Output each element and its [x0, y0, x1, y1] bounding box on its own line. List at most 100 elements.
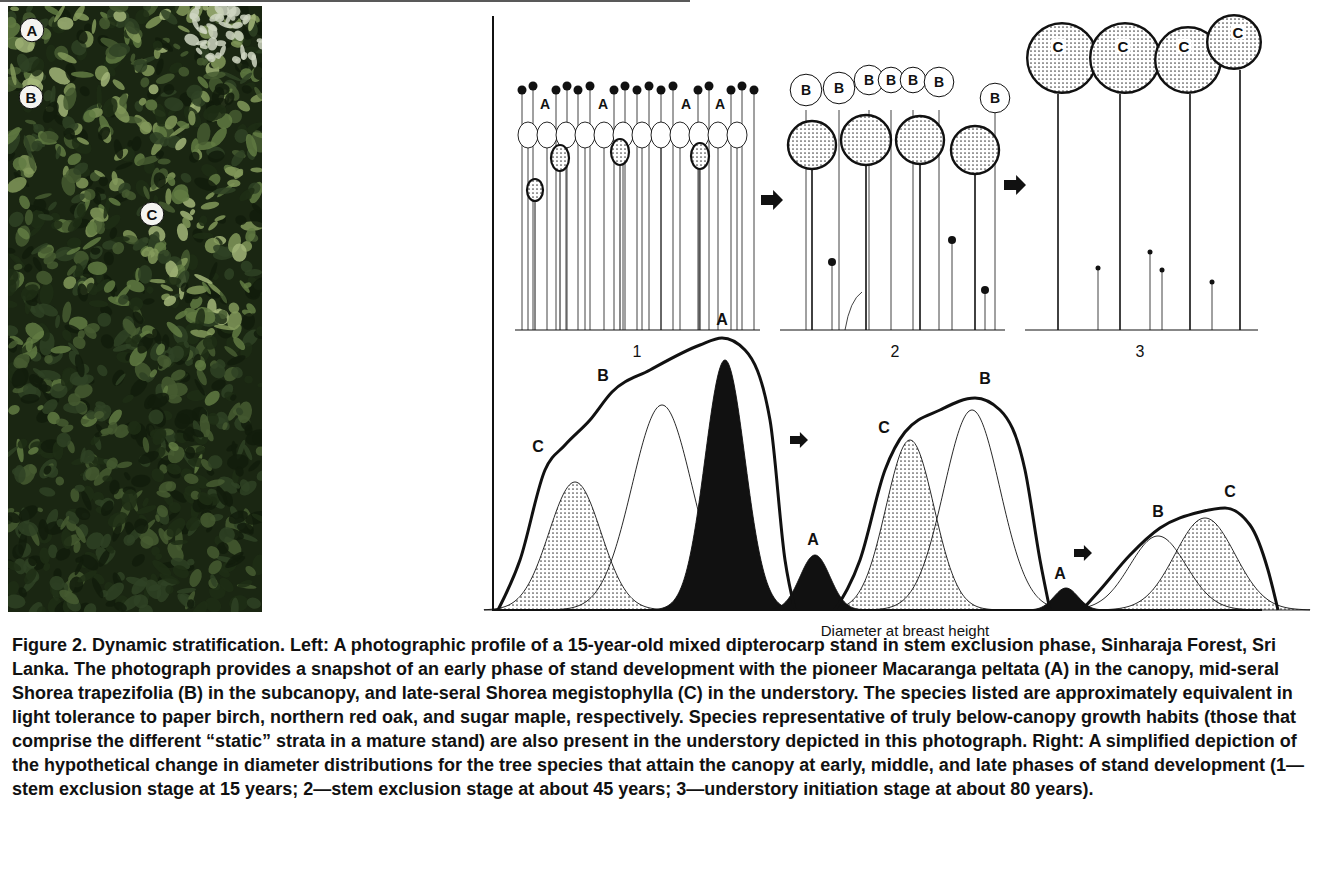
stem [620, 165, 621, 330]
foliage [104, 455, 120, 472]
ground-line [780, 330, 1005, 331]
foliage [110, 240, 126, 257]
foliage [217, 575, 236, 594]
foliage [238, 71, 253, 85]
foliage [43, 6, 61, 17]
foliage [237, 579, 253, 590]
foliage [244, 301, 257, 315]
stem [699, 148, 700, 330]
foliage [149, 466, 167, 485]
understory-stem [1098, 268, 1099, 330]
dotted-crown [551, 145, 569, 171]
foliage [223, 267, 236, 281]
foliage [112, 600, 128, 612]
foliage [73, 525, 88, 545]
crown-letter: C [1051, 39, 1066, 54]
foliage [148, 368, 158, 379]
stem [585, 148, 586, 330]
foliage [195, 489, 215, 508]
foliage [176, 119, 191, 130]
foliage [234, 466, 245, 478]
understory-stem [952, 240, 953, 330]
foliage [161, 82, 176, 97]
foliage [163, 95, 185, 112]
foliage [187, 6, 201, 21]
foliage [231, 21, 243, 30]
foliage [57, 587, 81, 607]
foliage [8, 209, 27, 230]
foliage [61, 126, 77, 142]
stem [680, 148, 681, 330]
foliage [96, 124, 113, 142]
foliage [8, 324, 19, 337]
stage-number: 1 [633, 344, 642, 360]
foliage [57, 17, 74, 31]
stand-profiles [515, 70, 1258, 561]
foliage [76, 136, 90, 146]
foliage [255, 468, 262, 483]
foliage [257, 382, 262, 387]
foliage [186, 599, 195, 609]
stem [604, 148, 605, 330]
tree-crown: C [1089, 22, 1161, 94]
foliage [154, 552, 163, 561]
foliage [98, 498, 116, 518]
stage-arrow [761, 190, 783, 210]
foliage [78, 84, 92, 98]
foliage [226, 353, 247, 367]
foliage [235, 98, 252, 113]
stage-arrow [1004, 175, 1026, 195]
foliage [42, 464, 53, 476]
ground-line [1025, 330, 1258, 331]
foliage [40, 246, 54, 255]
foliage [98, 332, 117, 351]
foliage [87, 221, 97, 236]
foliage [204, 544, 222, 562]
pioneer-crown [750, 86, 759, 95]
foliage [56, 50, 78, 65]
foliage [121, 532, 137, 548]
total-distribution [498, 338, 795, 610]
foliage [185, 446, 195, 459]
foliage [165, 585, 173, 594]
foliage [25, 6, 34, 14]
crown-outline [1089, 22, 1161, 94]
foliage [8, 299, 18, 309]
stem [614, 90, 615, 330]
dotted-crown [788, 121, 836, 169]
foliage [120, 188, 131, 200]
foliage [10, 350, 32, 371]
pioneer-crown [705, 82, 714, 91]
foliage [167, 394, 182, 404]
species-distribution [484, 482, 666, 610]
stem [1057, 94, 1059, 330]
pioneer-crown [574, 86, 583, 95]
stem [974, 150, 976, 330]
foliage [179, 171, 193, 185]
foliage [74, 484, 85, 492]
foliage [235, 406, 245, 416]
foliage [102, 278, 118, 295]
suppressed-crown [981, 286, 989, 294]
foliage [247, 459, 262, 474]
foliage [10, 6, 19, 12]
crown-outline [1026, 22, 1098, 94]
foliage [27, 555, 39, 567]
foliage [133, 177, 153, 199]
foliage [39, 130, 59, 144]
foliage [246, 206, 262, 231]
foliage [59, 173, 78, 198]
foliage [108, 226, 118, 240]
bent-stem [845, 292, 862, 330]
curve-letter: C [532, 439, 544, 455]
foliage [87, 261, 108, 276]
foliage [201, 281, 213, 296]
foliage [142, 185, 151, 200]
foliage [8, 403, 21, 416]
foliage [164, 277, 181, 286]
foliage [218, 291, 228, 305]
curve-letter: B [597, 368, 609, 384]
foliage [65, 151, 83, 168]
photo-callout: B [18, 84, 44, 110]
foliage [72, 540, 81, 554]
